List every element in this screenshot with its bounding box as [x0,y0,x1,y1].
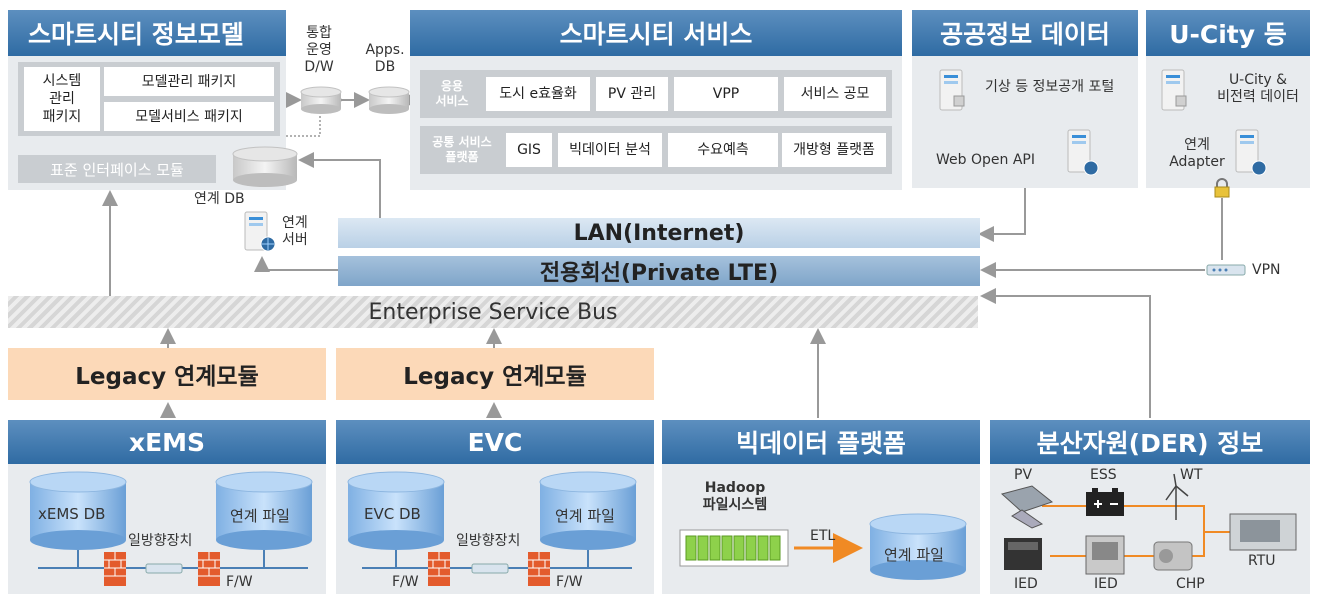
service-header: 스마트시티 서비스 [410,10,902,56]
app-services-label: 응용 서비스 [435,79,469,108]
der-pv-label: PV [1014,467,1033,483]
xems-fw-label: F/W [226,574,253,590]
evc-db-label: EVC DB [364,505,421,523]
adapter-server-icon [1235,129,1267,176]
firewall-icon [104,552,126,586]
der-rtu-label: RTU [1248,553,1276,569]
bigdata-title: 빅데이터 플랫폼 [736,429,906,458]
public-data-title: 공공정보 데이터 [940,20,1110,49]
xems-header: xEMS [8,420,326,464]
hadoop-label: Hadoop 파일시스템 [702,480,768,513]
api-server-icon [1067,129,1099,176]
common-platform-label: 공통 서비스 플랫폼 [432,135,492,164]
firewall-icon [528,552,550,586]
ucity-server-icon [1161,69,1187,111]
adapter-label: 연계 Adapter [1169,137,1225,170]
evc-oneway-label: 일방향장치 [456,533,521,549]
xems-file-label: 연계 파일 [230,507,290,525]
ucity-data-label: U-City & 비전력 데이터 [1217,72,1299,105]
model-service-package: 모델서비스 패키지 [104,102,274,131]
app-service-item: VPP [674,77,778,111]
der-chp-label: CHP [1176,576,1205,592]
rtu-icon [1229,513,1297,551]
platform-item: 수요예측 [668,133,778,167]
firewall-icon [428,552,450,586]
info-model-header: 스마트시티 정보모델 [8,10,286,56]
xems-diagram [29,471,313,586]
platform-item: 개방형 플랫폼 [782,133,886,167]
battery-icon [1086,488,1124,516]
pv-panel-icon [1000,485,1054,529]
public-data-header: 공공정보 데이터 [912,10,1138,56]
evc-title: EVC [467,427,523,457]
evc-file-label: 연계 파일 [555,507,615,525]
ucity-header: U-City 등 [1146,10,1310,56]
der-wt-label: WT [1180,467,1203,483]
app-service-item: PV 관리 [596,77,668,111]
xems-title: xEMS [128,427,206,457]
private-lte-bar: 전용회선(Private LTE) [338,256,980,286]
model-mgmt-package: 모델관리 패키지 [104,67,274,96]
vpn-device-icon [1206,264,1246,276]
ucity-title: U-City 등 [1169,20,1287,49]
evc-fw-label-right: F/W [556,574,583,590]
system-mgmt-package: 시스템 관리 패키지 [24,67,100,131]
link-db-label: 연계 DB [194,191,245,207]
firewall-icon [198,552,220,586]
esb-bar: Enterprise Service Bus [8,296,978,328]
der-ied1-label: IED [1014,576,1038,592]
chp-icon [1153,541,1193,571]
integrated-dw-cylinder [300,86,342,114]
web-open-api-label: Web Open API [936,152,1035,168]
apps-db-cylinder [368,86,410,114]
evc-diagram [347,471,637,586]
evc-fw-label-left: F/W [392,574,419,590]
info-model-title: 스마트시티 정보모델 [28,20,244,49]
der-diagram [1000,473,1297,575]
app-service-item: 서비스 공모 [784,77,886,111]
ied-meter-icon [1085,535,1125,575]
xems-db-label: xEMS DB [38,505,106,523]
legacy-module-xems: Legacy 연계모듈 [8,348,326,400]
der-ied2-label: IED [1094,576,1118,592]
xems-oneway-label: 일방향장치 [128,533,193,549]
portal-server-icon [939,69,965,111]
bigdata-file-label: 연계 파일 [884,546,944,564]
etl-label: ETL [810,528,836,544]
der-header: 분산자원(DER) 정보 [990,420,1310,464]
platform-item: 빅데이터 분석 [558,133,662,167]
app-service-item: 도시 e효율화 [486,77,590,111]
portal-label: 기상 등 정보공개 포털 [985,79,1115,95]
lock-icon [1214,178,1230,198]
vpn-label: VPN [1252,262,1281,278]
platform-item: GIS [506,133,552,167]
link-server-label: 연계 서버 [282,215,308,248]
link-server-icon [244,211,276,252]
der-title: 분산자원(DER) 정보 [1036,429,1264,458]
der-ess-label: ESS [1090,467,1117,483]
std-interface-module: 표준 인터페이스 모듈 [18,155,216,183]
integrated-dw-label: 통합 운영 D/W [304,25,334,75]
generator-icon [1004,538,1042,570]
wind-turbine-icon [1165,473,1189,520]
evc-header: EVC [336,420,654,464]
bigdata-diagram [679,513,967,580]
bigdata-header: 빅데이터 플랫폼 [662,420,980,464]
legacy-module-evc: Legacy 연계모듈 [336,348,654,400]
service-title: 스마트시티 서비스 [559,20,753,49]
lan-bar: LAN(Internet) [338,218,980,248]
link-db-cylinder [232,146,298,187]
apps-db-label: Apps. DB [365,42,405,75]
